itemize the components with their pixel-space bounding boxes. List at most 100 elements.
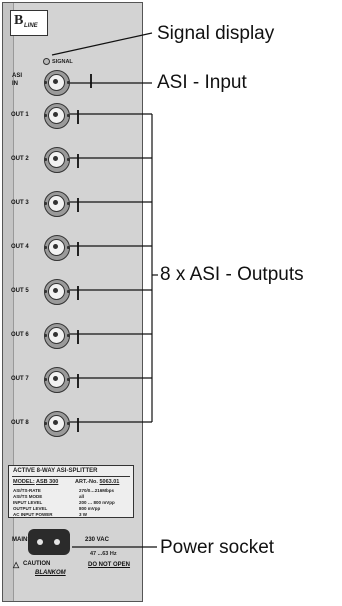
model-row: MODEL: ASB 300 <box>13 479 58 485</box>
connector-pin <box>53 288 58 293</box>
connector-pin <box>53 79 58 84</box>
output-bracket <box>70 113 153 423</box>
do-not-open-label: DO NOT OPEN <box>88 562 131 568</box>
art-value: 5063.01 <box>99 479 120 485</box>
output-cable-mark <box>77 418 79 432</box>
output-label: OUT 8 <box>11 420 29 426</box>
output-label: OUT 1 <box>11 112 29 118</box>
brand-logo: BLANKOM <box>35 570 66 576</box>
output-label: OUT 2 <box>11 156 29 162</box>
connector-ring <box>48 195 65 212</box>
connector-stud <box>44 81 47 84</box>
connector-stud <box>67 422 70 425</box>
asi-output-connector <box>44 191 70 217</box>
output-cable-mark <box>77 330 79 344</box>
output-label: OUT 6 <box>11 332 29 338</box>
spec-value: 800 mVpp <box>79 506 101 511</box>
spec-name: ASI/TS-RATE <box>13 488 41 493</box>
asi-outputs-callout: 8 x ASI - Outputs <box>160 264 304 285</box>
asi-output-connector <box>44 279 70 305</box>
signal-leader <box>51 32 153 56</box>
mains-voltage: 230 VAC <box>85 537 109 543</box>
mains-socket <box>28 529 70 555</box>
caution-icon: △ <box>13 560 20 569</box>
connector-stud <box>67 202 70 205</box>
spec-name: AC INPUT POWER <box>13 512 53 517</box>
input-cable-mark <box>90 74 92 88</box>
spec-name: ASI/TS MODE <box>13 494 43 499</box>
logo-letter: B <box>14 13 24 28</box>
connector-ring <box>48 107 65 124</box>
connector-stud <box>44 422 47 425</box>
divider <box>12 476 130 477</box>
mains-pin <box>37 539 43 545</box>
spec-value: 3 W <box>79 512 88 517</box>
info-plate: ACTIVE 8-WAY ASI-SPLITTER MODEL: ASB 300… <box>8 465 134 518</box>
power-socket-callout: Power socket <box>160 537 275 558</box>
asi-output-connector <box>44 235 70 261</box>
art-row: ART.-No. 5063.01 <box>75 479 119 485</box>
spec-value: 270/0…216Mbps <box>79 488 115 493</box>
spec-name: INPUT LEVEL <box>13 500 43 505</box>
connector-ring <box>48 151 65 168</box>
connector-stud <box>67 378 70 381</box>
connector-stud <box>44 246 47 249</box>
connector-ring <box>48 283 65 300</box>
output-label: OUT 3 <box>11 200 29 206</box>
output-cable-mark <box>77 242 79 256</box>
connector-ring <box>48 239 65 256</box>
asi-output-connector <box>44 323 70 349</box>
connector-stud <box>44 202 47 205</box>
output-cable-mark <box>77 374 79 388</box>
art-label: ART.-No. <box>75 479 98 485</box>
connector-stud <box>44 158 47 161</box>
connector-ring <box>48 371 65 388</box>
connector-stud <box>67 334 70 337</box>
connector-stud <box>44 290 47 293</box>
output-label: OUT 5 <box>11 288 29 294</box>
signal-display-callout: Signal display <box>157 23 275 44</box>
asi-output-connector <box>44 103 70 129</box>
mains-label: MAINS <box>12 537 32 543</box>
output-cable-mark <box>77 198 79 212</box>
product-title: ACTIVE 8-WAY ASI-SPLITTER <box>13 468 98 474</box>
spec-value: all <box>79 494 85 499</box>
asi-output-connector <box>44 147 70 173</box>
panel-rail <box>3 3 14 601</box>
spec-value: 200 … 800 mVpp <box>79 500 115 505</box>
connector-stud <box>67 158 70 161</box>
logo-text: LINE <box>24 23 38 29</box>
asi-output-connector <box>44 367 70 393</box>
mains-pin <box>54 539 60 545</box>
asi-input-connector <box>44 70 70 96</box>
connector-pin <box>53 200 58 205</box>
connector-pin <box>53 420 58 425</box>
connector-stud <box>44 114 47 117</box>
connector-pin <box>53 156 58 161</box>
asi-input-callout: ASI - Input <box>157 72 247 93</box>
asi-output-connector <box>44 411 70 437</box>
connector-pin <box>53 244 58 249</box>
output-cable-mark <box>77 154 79 168</box>
connector-pin <box>53 376 58 381</box>
b-line-logo: B LINE <box>10 10 48 36</box>
output-cable-mark <box>77 110 79 124</box>
connector-stud <box>44 378 47 381</box>
connector-stud <box>67 114 70 117</box>
connector-stud <box>67 81 70 84</box>
model-label: MODEL: <box>13 479 35 485</box>
mains-frequency: 47 ...63 Hz <box>90 551 117 557</box>
connector-stud <box>67 290 70 293</box>
connector-stud <box>44 334 47 337</box>
signal-led-label: SIGNAL <box>52 59 73 65</box>
signal-led <box>43 58 50 65</box>
spec-name: OUTPUT LEVEL <box>13 506 48 511</box>
connector-ring <box>48 415 65 432</box>
connector-stud <box>67 246 70 249</box>
output-label: OUT 7 <box>11 376 29 382</box>
output-label: OUT 4 <box>11 244 29 250</box>
connector-pin <box>53 112 58 117</box>
asi-in-label: ASI IN <box>12 73 23 87</box>
